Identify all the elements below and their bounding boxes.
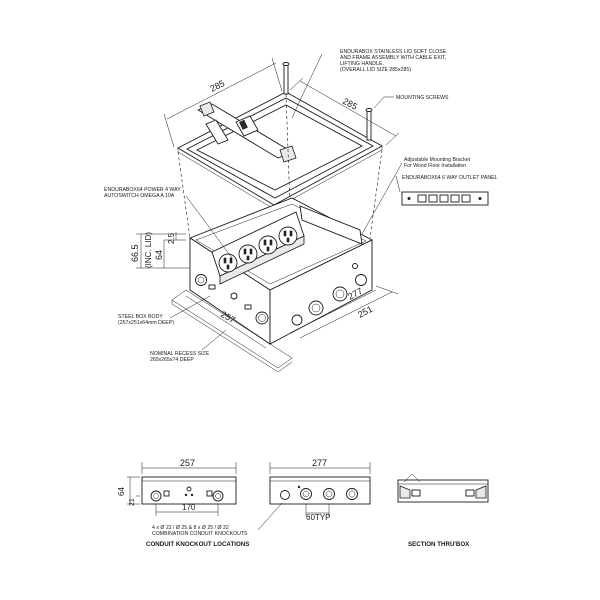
lid-assembly <box>177 62 383 210</box>
callout-power-line-2: AUTOSWITCH OMEGA A 10A <box>104 193 175 199</box>
dim-lip: 2.5 <box>167 232 176 244</box>
callout-lid-line-1: ENDURABOX STAINLESS LID SOFT CLOSE <box>340 49 447 55</box>
dim-depth-b: 251 <box>356 304 374 320</box>
callout-power-line-1: ENDURABOX64 POWER 4 WAY <box>104 187 181 193</box>
dim-lid-left: 285 <box>208 78 226 94</box>
floor-recess-outline <box>171 289 293 373</box>
callout-bracket-line-1: Adjustable Mounting Bracket <box>404 157 471 163</box>
dim-front-width: 257 <box>180 458 195 468</box>
dim-side-typ: 60TYP <box>306 513 330 522</box>
callout-knockouts: 4 x Ø 22 / Ø 25 & 8 x Ø 25 / Ø 32 COMBIN… <box>152 502 283 537</box>
dim-front-lower: 21 <box>129 498 136 506</box>
front-knockouts <box>195 274 269 325</box>
front-elevation: 257 64 21 170 <box>117 458 237 516</box>
callout-steel-box: STEEL BOX BODY (257x251x64mm DEEP) <box>118 295 211 326</box>
socket-3 <box>258 235 278 255</box>
socket-2 <box>238 244 258 264</box>
callout-lid-line-4: (OVERALL LID SIZE 285x285) <box>340 67 411 73</box>
dim-side-width: 277 <box>312 458 327 468</box>
earth-terminal <box>230 292 238 300</box>
socket-4 <box>278 226 298 246</box>
callout-knockouts-line-2: COMBINATION CONDUIT KNOCKOUTS <box>152 531 248 537</box>
power-module-4way <box>211 211 305 285</box>
callout-lid-line-3: LIFTING HANDLE. <box>340 61 384 67</box>
steel-box-body <box>189 197 373 345</box>
callout-power: ENDURABOX64 POWER 4 WAY AUTOSWITCH OMEGA… <box>104 187 233 259</box>
dim-lid-right: 285 <box>341 96 359 112</box>
dim-height-box: 64 <box>154 250 164 260</box>
dim-height-note: (INC. LID) <box>144 232 153 268</box>
callout-bracket-line-2: For Wood Floor Installation <box>404 163 466 169</box>
height-dimensions: 66.5 (INC. LID) 64 2.5 <box>130 232 190 269</box>
dim-front-height: 64 <box>117 487 126 496</box>
dim-front-spacing: 170 <box>182 503 196 512</box>
callout-lid: ENDURABOX STAINLESS LID SOFT CLOSE AND F… <box>291 49 447 119</box>
callout-box-line-1: STEEL BOX BODY <box>118 314 163 320</box>
callout-outlet-text: ENDURABOX64 6 WAY OUTLET PANEL <box>402 175 498 181</box>
side-knockouts <box>291 263 367 326</box>
callout-screws-text: MOUNTING SCREWS <box>396 95 449 101</box>
dim-height-total: 66.5 <box>130 244 140 262</box>
callout-bracket: Adjustable Mounting Bracket For Wood Flo… <box>361 157 471 235</box>
socket-1 <box>218 253 238 273</box>
callout-mounting-screws: MOUNTING SCREWS <box>373 95 449 109</box>
callout-box-line-2: (257x251x64mm DEEP) <box>118 320 174 326</box>
mounting-bracket <box>299 205 363 245</box>
heading-section: SECTION THRU'BOX <box>408 541 470 548</box>
section-view <box>397 473 489 503</box>
side-elevation: 277 60TYP <box>269 458 371 522</box>
callout-recess: NOMINAL RECESS SIZE 265x265x74 DEEP <box>150 329 227 363</box>
callout-knockouts-line-1: 4 x Ø 22 / Ø 25 & 8 x Ø 25 / Ø 32 <box>152 525 229 531</box>
callout-recess-line-2: 265x265x74 DEEP <box>150 357 194 363</box>
mounting-screw-right <box>365 108 373 141</box>
heading-conduit: CONDUIT KNOCKOUT LOCATIONS <box>146 541 249 548</box>
callout-recess-line-1: NOMINAL RECESS SIZE <box>150 351 210 357</box>
mounting-screw-left <box>282 62 290 95</box>
callout-outlet-panel: ENDURABOX64 6 WAY OUTLET PANEL <box>395 175 498 193</box>
outlet-panel-6way <box>401 191 489 206</box>
callout-lid-line-2: AND FRAME ASSEMBLY WITH CABLE EXIT, <box>340 55 446 61</box>
